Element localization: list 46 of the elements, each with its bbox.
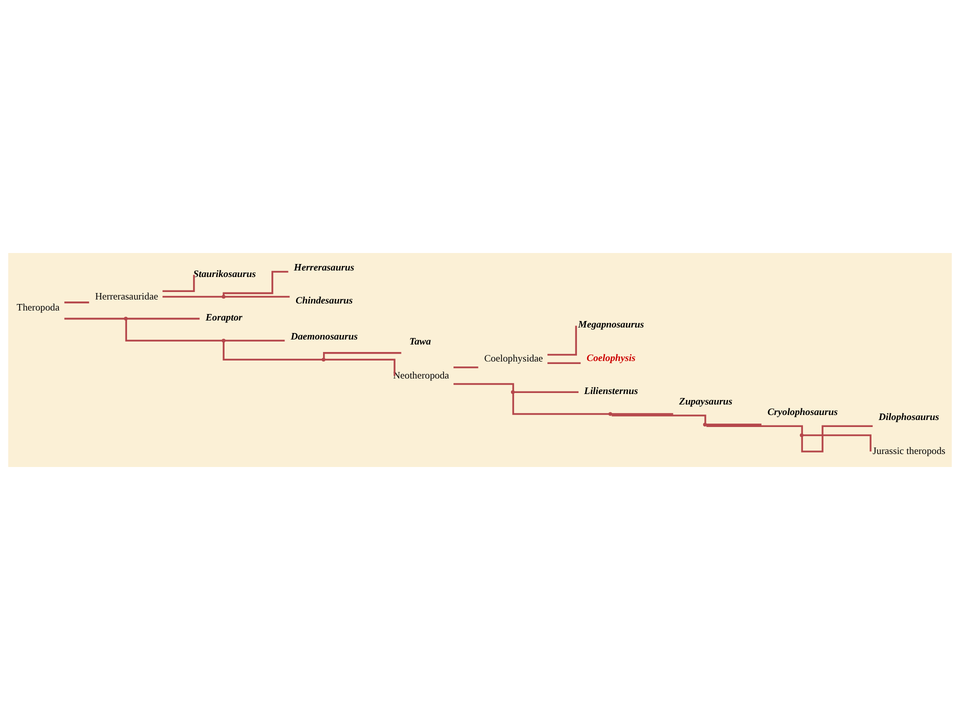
node-point — [222, 338, 226, 342]
connector — [222, 270, 288, 297]
node-text: Staurikosaurus — [193, 268, 256, 280]
node-text: Theropoda — [16, 302, 60, 314]
connector — [162, 296, 222, 298]
node-text: Neotheropoda — [393, 370, 450, 382]
node-text: Jurassic theropods — [872, 446, 946, 458]
connector — [547, 326, 577, 356]
connector — [454, 366, 478, 368]
connector — [323, 352, 402, 360]
connector — [706, 425, 803, 436]
node-text: Tawa — [409, 336, 431, 348]
connector — [706, 424, 762, 426]
node-text: Herrerasauridae — [95, 291, 158, 302]
connector — [64, 318, 124, 320]
node-text: Dilophosaurus — [878, 412, 940, 424]
connector — [547, 362, 581, 364]
node-text: Liliensternus — [584, 386, 638, 398]
node-text: Zupaysaurus — [679, 396, 732, 408]
node-text: Megapnosaurus — [578, 320, 644, 331]
node-text: Coelophysidae — [484, 354, 543, 365]
connector — [162, 274, 195, 292]
connector — [125, 318, 222, 342]
connector — [514, 391, 579, 394]
connector — [225, 340, 285, 342]
node-text: Chindesaurus — [296, 296, 353, 307]
node-text: Herrerasaurus — [294, 262, 354, 274]
node-point — [608, 412, 612, 416]
connector — [225, 296, 290, 298]
node-point — [703, 422, 707, 426]
node-text: Cryolophosaurus — [767, 407, 838, 418]
connector — [222, 340, 322, 361]
connector — [454, 383, 514, 392]
node-point — [124, 316, 128, 321]
connector — [803, 434, 872, 452]
node-text: Coelophysis — [586, 352, 636, 364]
node-text: Daemonosaurus — [290, 332, 358, 343]
connector — [324, 358, 396, 376]
node-point — [322, 358, 326, 362]
node-text: Eoraptor — [206, 312, 242, 324]
connector — [512, 392, 609, 415]
connector — [801, 425, 873, 452]
connector — [612, 414, 706, 425]
connector — [64, 302, 90, 304]
connector — [612, 413, 674, 415]
connector — [127, 318, 200, 320]
